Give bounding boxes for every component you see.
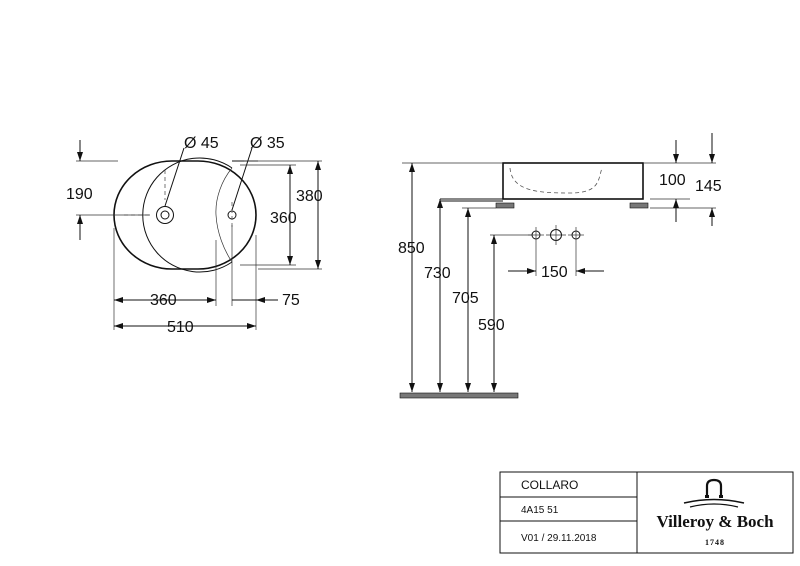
arrow-100-top: [673, 154, 679, 163]
dim-705: 705: [452, 290, 479, 307]
basin-inner-profile: [509, 167, 603, 194]
title-block: COLLARO 4A15 51 V01 / 29.11.2018 Villero…: [499, 471, 794, 554]
dim-100: 100: [659, 172, 686, 189]
dim-width-360: 360: [150, 292, 177, 309]
overflow-leader: [164, 147, 185, 207]
arrow-360h-left: [114, 297, 123, 303]
dim-width-510: 510: [167, 319, 194, 336]
side-view: 100 145 850 730 705 590: [398, 133, 722, 399]
arrow-145-bottom: [709, 208, 715, 217]
inner-bowl-rim: [215, 167, 233, 263]
dim-overflow-diameter: Ø 45: [184, 135, 219, 152]
dim-height-190: 190: [66, 186, 93, 203]
article-number: 4A15 51: [521, 505, 559, 516]
arrow-510-right: [247, 323, 256, 329]
top-view: Ø 45 Ø 35 190 380 360 360: [66, 135, 323, 336]
dim-tap-diameter: Ø 35: [250, 135, 285, 152]
arrow-590-top: [491, 235, 497, 244]
dim-height-380: 380: [296, 188, 323, 205]
dim-145: 145: [695, 178, 722, 195]
floor-hatch: [399, 392, 519, 399]
arrow-145-top: [709, 154, 715, 163]
drain-inner: [160, 210, 170, 220]
arrow-510-left: [114, 323, 123, 329]
arrow-360h-right: [207, 297, 216, 303]
drain-outer: [156, 206, 174, 224]
dim-150: 150: [541, 264, 568, 281]
dim-730: 730: [424, 265, 451, 282]
arrow-190-top: [77, 152, 83, 161]
arrow-100-bottom: [673, 199, 679, 208]
dim-590: 590: [478, 317, 505, 334]
brand-year: 1748: [705, 538, 725, 547]
arrow-360v-bottom: [287, 256, 293, 265]
arrow-730-bottom: [437, 383, 443, 392]
brand-logo-icon: [683, 478, 745, 508]
title-block-frame: [499, 471, 794, 554]
arrow-150-left: [527, 268, 536, 274]
dim-850: 850: [398, 240, 425, 257]
version-date: V01 / 29.11.2018: [521, 533, 597, 544]
arrow-850-top: [409, 163, 415, 172]
plinth-right: [629, 202, 649, 209]
dim-height-360: 360: [270, 210, 297, 227]
tap-leader: [231, 147, 253, 211]
arrow-850-bottom: [409, 383, 415, 392]
arrow-380-bottom: [315, 260, 321, 269]
arrow-705-bottom: [465, 383, 471, 392]
arrow-730-top: [437, 199, 443, 208]
arrow-380-top: [315, 161, 321, 170]
arrow-705-top: [465, 208, 471, 217]
arrow-360v-top: [287, 165, 293, 174]
brand-name: Villeroy & Boch: [656, 512, 774, 531]
plinth-left: [495, 202, 515, 209]
basin-side-body: [502, 162, 644, 200]
dim-offset-75: 75: [282, 292, 300, 309]
arrow-150-right: [576, 268, 585, 274]
arrow-590-bottom: [491, 383, 497, 392]
product-name: COLLARO: [521, 478, 578, 492]
arrow-190-bottom: [77, 215, 83, 224]
